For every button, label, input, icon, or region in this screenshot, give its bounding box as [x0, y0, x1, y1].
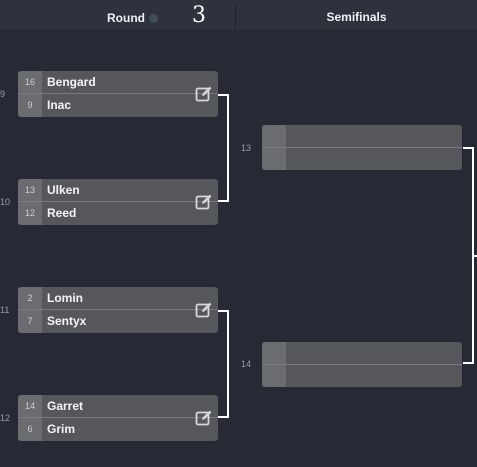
match-player-row[interactable]: 6 Grim — [18, 418, 218, 440]
player-name: Sentyx — [47, 314, 87, 328]
match-player-row[interactable]: 13 Ulken — [18, 179, 218, 201]
edit-icon[interactable] — [195, 409, 213, 427]
bracket-connector — [218, 416, 228, 418]
player-seed: 16 — [24, 77, 35, 87]
player-name: Reed — [47, 206, 77, 220]
match-player-row[interactable]: 7 Sentyx — [18, 310, 218, 332]
semifinal-match-card[interactable] — [262, 342, 462, 387]
player-seed: 2 — [27, 293, 33, 303]
player-seed: 12 — [24, 208, 35, 218]
bracket-header — [0, 0, 477, 30]
match-card[interactable]: 14 Garret 6 Grim — [18, 395, 218, 441]
player-seed: 13 — [24, 185, 35, 195]
edit-icon[interactable] — [195, 193, 213, 211]
match-number: 9 — [0, 89, 6, 99]
match-player-row[interactable]: 2 Lomin — [18, 287, 218, 309]
player-name: Ulken — [47, 183, 80, 197]
match-player-row[interactable]: 12 Reed — [18, 202, 218, 224]
player-name: Lomin — [47, 291, 83, 305]
round-number-annotation: 3 — [192, 3, 206, 28]
match-player-row[interactable]: 16 Bengard — [18, 71, 218, 93]
cursor-icon — [149, 14, 158, 23]
match-number: 10 — [0, 197, 11, 207]
player-name: Bengard — [47, 75, 96, 89]
match-number: 11 — [0, 305, 10, 315]
bracket-connector — [227, 94, 229, 202]
player-seed: 14 — [24, 401, 35, 411]
bracket-connector — [227, 310, 229, 418]
player-name: Garret — [47, 399, 84, 413]
edit-icon[interactable] — [195, 85, 213, 103]
bracket-connector — [218, 94, 228, 96]
player-name: Inac — [47, 98, 72, 112]
player-seed: 7 — [27, 316, 33, 326]
match-number: 14 — [241, 359, 252, 369]
header-divider — [235, 5, 236, 30]
match-card[interactable]: 2 Lomin 7 Sentyx — [18, 287, 218, 333]
match-number: 13 — [241, 143, 252, 153]
bracket-connector — [218, 310, 228, 312]
bracket-connector — [463, 147, 473, 149]
bracket-connector — [472, 255, 477, 257]
match-card[interactable]: 13 Ulken 12 Reed — [18, 179, 218, 225]
match-card[interactable]: 16 Bengard 9 Inac — [18, 71, 218, 117]
match-player-row[interactable]: 14 Garret — [18, 395, 218, 417]
semifinal-match-card[interactable] — [262, 125, 462, 170]
semifinals-column-header: Semifinals — [326, 10, 387, 24]
bracket-connector — [218, 200, 228, 202]
bracket-connector — [463, 362, 473, 364]
player-seed: 6 — [27, 424, 33, 434]
round-column-header: Round 3 — [0, 0, 235, 30]
edit-icon[interactable] — [195, 301, 213, 319]
match-player-row[interactable]: 9 Inac — [18, 94, 218, 116]
match-number: 12 — [0, 413, 11, 423]
round-label: Round — [107, 11, 145, 25]
player-name: Grim — [47, 422, 76, 436]
player-seed: 9 — [27, 100, 33, 110]
